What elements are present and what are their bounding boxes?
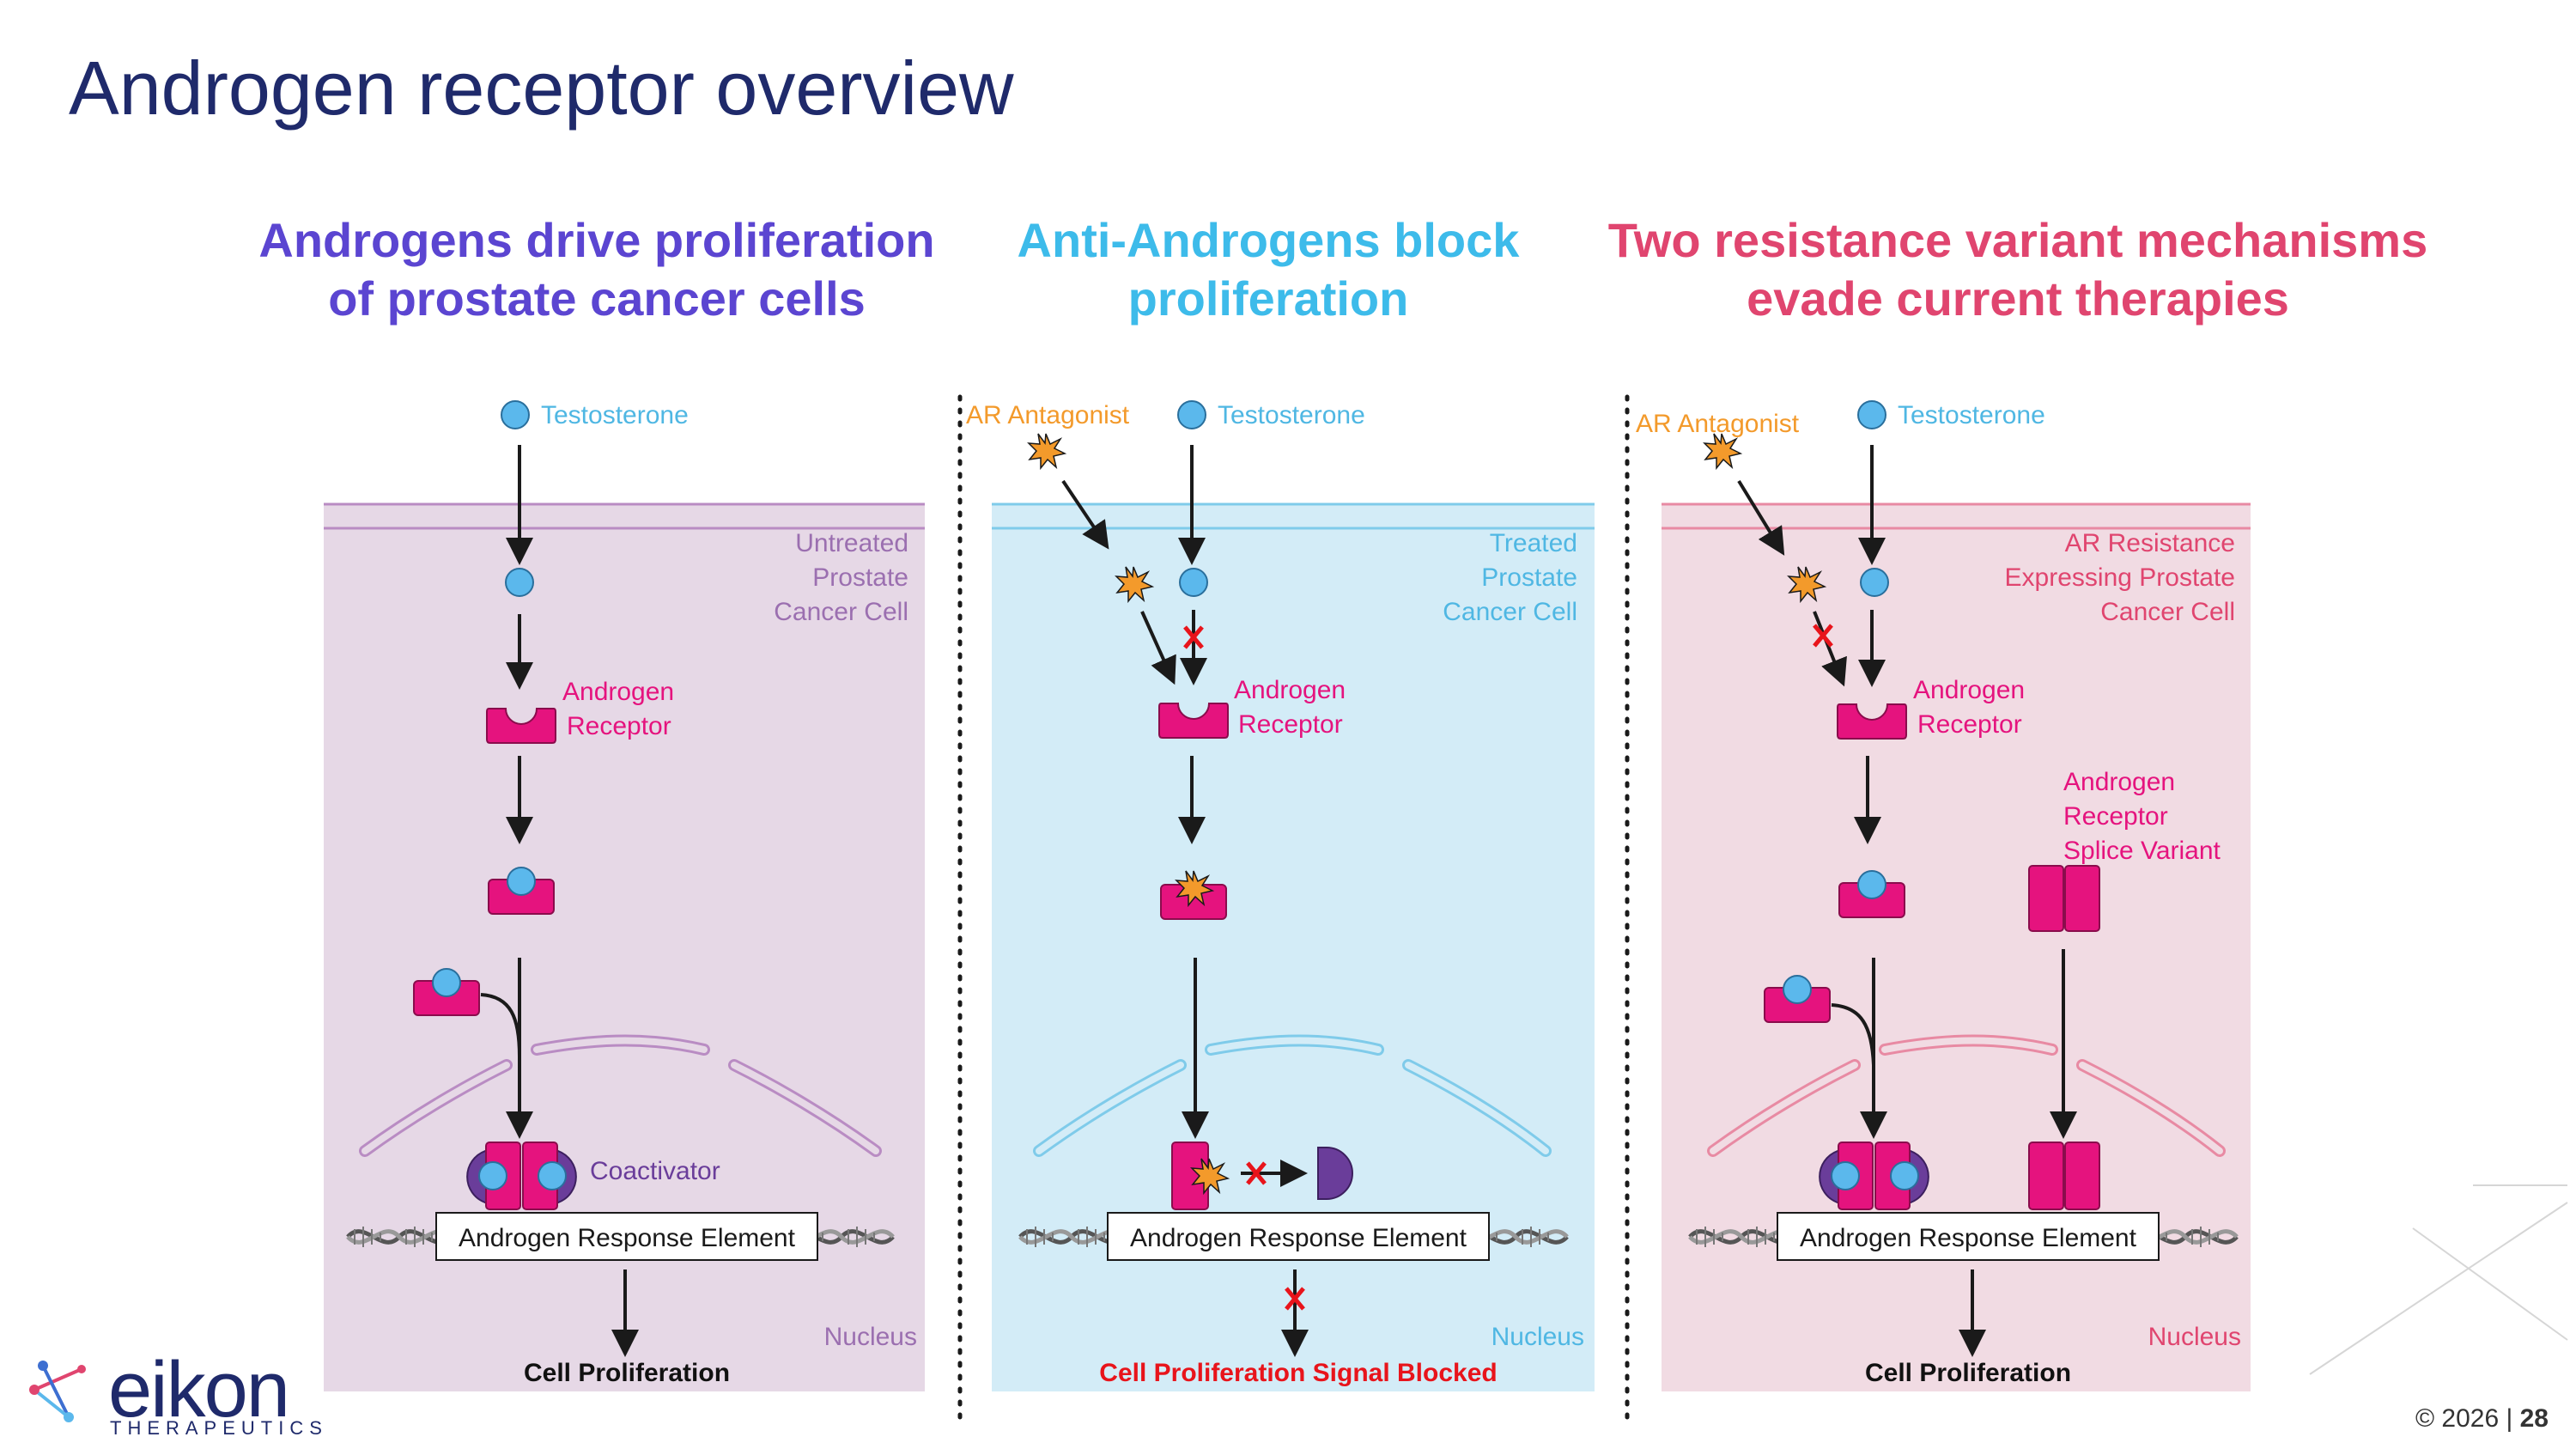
panel-3-receptor-label-line-1: Androgen: [1913, 676, 2025, 704]
panel-1-receptor-label-line-1: Androgen: [562, 678, 674, 706]
testosterone-icon: [1177, 400, 1206, 429]
antagonist-icon: [1028, 433, 1066, 469]
panel-1: Untreated Prostate Cancer Cell Testoster…: [324, 400, 925, 1391]
splice-variant-icon: [2028, 865, 2100, 932]
coactivator-dimer-icon: [1819, 1142, 1929, 1210]
panel-1-outcome-label: Cell Proliferation: [524, 1359, 730, 1387]
panel-1-heading-line-1: Androgens drive proliferation: [258, 213, 935, 267]
eikon-logo: eikon THERAPEUTICS: [24, 1346, 322, 1439]
panel-3-nucleus-membrane: [1710, 1037, 2223, 1154]
panel-2-receptor-label-line-2: Receptor: [1238, 710, 1343, 739]
logo-word: eikon: [108, 1346, 290, 1434]
panel-3-heading: Two resistance variant mechanisms evade …: [1563, 211, 2473, 328]
panel-2-response-element-label: Androgen Response Element: [1130, 1224, 1467, 1252]
panel-1-cell-label-line-1: Untreated: [795, 529, 908, 557]
slide-title: Androgen receptor overview: [69, 46, 1014, 131]
panel-1-cell-label-line-2: Prostate: [812, 563, 908, 592]
panel-3-response-element-box: [1777, 1212, 2160, 1261]
copyright: © 2026 |: [2415, 1404, 2513, 1433]
antagonist-bound-receptor-icon: [1160, 870, 1227, 920]
panel-2-testosterone-label: Testosterone: [1218, 401, 1365, 429]
panel-1-heading-line-2: of prostate cancer cells: [328, 271, 866, 326]
antagonist-bound-monomer-icon: [1171, 1142, 1229, 1210]
panel-1-response-element-box: [435, 1212, 818, 1261]
panel-2-antagonist-label: AR Antagonist: [966, 401, 1130, 429]
panel-1-response-element-label: Androgen Response Element: [459, 1224, 796, 1252]
panel-2-heading: Anti-Androgens block proliferation: [899, 211, 1637, 328]
panel-3-cell-label-line-1: AR Resistance: [2065, 529, 2235, 557]
panel-1-cell-label-line-3: Cancer Cell: [774, 598, 908, 626]
panel-2-cell-label-line-2: Prostate: [1481, 563, 1577, 592]
panel-3-heading-line-1: Two resistance variant mechanisms: [1607, 213, 2428, 267]
panel-3-antagonist-label: AR Antagonist: [1636, 410, 1800, 438]
panel-3-splice-label-line-2: Receptor: [2063, 802, 2168, 831]
panel-2: Treated Prostate Cancer Cell AR Antagoni…: [966, 400, 1595, 1391]
panel-3-receptor-label-line-2: Receptor: [1917, 710, 2022, 739]
testosterone-icon: [1179, 568, 1208, 597]
panel-2-cell-label-line-1: Treated: [1490, 529, 1577, 557]
panel-1-coactivator-label: Coactivator: [590, 1157, 720, 1185]
panel-2-nucleus-membrane: [1036, 1037, 1549, 1154]
panel-3-nucleus-label: Nucleus: [2148, 1323, 2241, 1351]
panel-3-outcome-label: Cell Proliferation: [1865, 1359, 2071, 1387]
panel-3-cell-label-line-2: Expressing Prostate: [2005, 563, 2235, 592]
panel-3-splice-label-line-1: Androgen: [2063, 768, 2175, 796]
panel-2-nucleus-label: Nucleus: [1492, 1323, 1584, 1351]
coactivator-dimer-icon: [466, 1142, 577, 1210]
panel-2-heading-line-2: proliferation: [1127, 271, 1409, 326]
panel-1-heading: Androgens drive proliferation of prostat…: [228, 211, 966, 328]
panel-3-splice-label-line-3: Splice Variant: [2063, 837, 2221, 865]
testosterone-icon: [501, 400, 530, 429]
panel-2-cell-label-line-3: Cancer Cell: [1443, 598, 1577, 626]
decorative-corner-lines: [2309, 1184, 2568, 1375]
panel-2-outcome-label: Cell Proliferation Signal Blocked: [1099, 1359, 1497, 1387]
splice-variant-dimer-icon: [2028, 1142, 2100, 1210]
panel-2-receptor-label-line-1: Androgen: [1234, 676, 1346, 704]
panel-3: AR Resistance Expressing Prostate Cancer…: [1636, 400, 2251, 1391]
panel-3-heading-line-2: evade current therapies: [1747, 271, 2289, 326]
panel-1-nucleus-label: Nucleus: [824, 1323, 917, 1351]
page-number: 28: [2519, 1404, 2549, 1433]
panel-3-testosterone-label: Testosterone: [1898, 401, 2045, 429]
panel-1-testosterone-label: Testosterone: [541, 401, 689, 429]
panel-2-response-element-box: [1107, 1212, 1490, 1261]
panel-3-response-element-label: Androgen Response Element: [1800, 1224, 2137, 1252]
antagonist-icon: [1704, 433, 1741, 469]
panel-3-cell-label-line-3: Cancer Cell: [2100, 598, 2235, 626]
testosterone-icon: [1860, 568, 1889, 597]
panel-1-receptor-label-line-2: Receptor: [567, 712, 671, 740]
coactivator-icon: [1317, 1147, 1353, 1200]
panel-2-heading-line-1: Anti-Androgens block: [1017, 213, 1520, 267]
testosterone-icon: [505, 568, 534, 597]
eikon-logo-mark-icon: [29, 1361, 86, 1422]
logo-subtitle: THERAPEUTICS: [110, 1417, 328, 1439]
footer: © 2026 | 28: [2415, 1404, 2549, 1434]
testosterone-icon: [1857, 400, 1886, 429]
